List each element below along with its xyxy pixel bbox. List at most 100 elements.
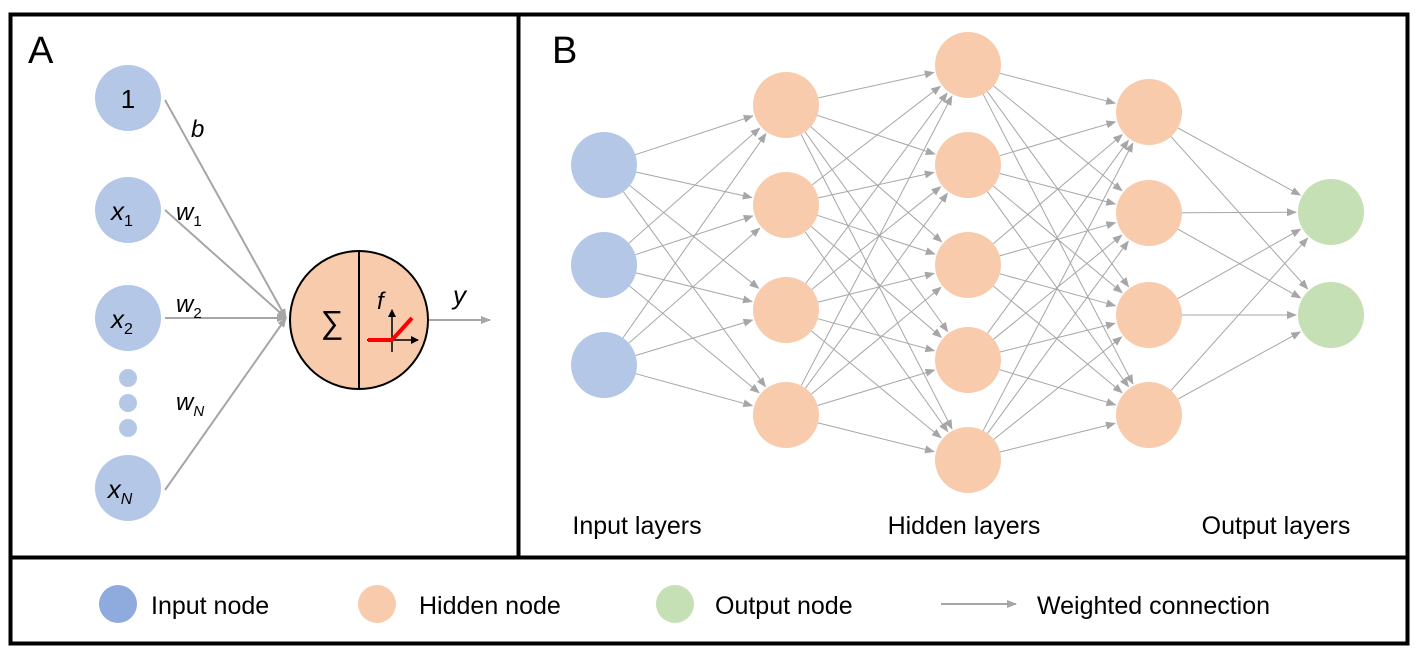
connection-l1-n1-to-n3 (810, 226, 943, 338)
connection-l1-n3-to-n2 (811, 286, 942, 395)
connection-l2-n2-to-n1 (999, 221, 1117, 257)
panel-a: A 1 x1 x2 xN b w1 w2 wN ∑ f (28, 30, 491, 521)
hidden-node-l1-1 (753, 172, 819, 238)
connection-l1-n2-to-n2 (817, 271, 935, 303)
connection-l2-n2-to-n0 (992, 133, 1124, 245)
connection-l2-n1-to-n3 (986, 191, 1130, 388)
output-node-l4-1 (1298, 282, 1364, 348)
connection-l1-n2-to-n3 (817, 318, 936, 353)
bias-node (95, 65, 161, 131)
connection-l1-n0-to-n2 (810, 126, 943, 243)
connection-l0-n0-to-n1 (636, 171, 753, 200)
hidden-node-l2-2 (935, 232, 1001, 298)
hidden-node-l2-0 (935, 32, 1001, 98)
x2-node (95, 285, 161, 351)
hidden-node-l3-1 (1116, 180, 1182, 246)
connection-l1-n1-to-n1 (818, 170, 935, 199)
connection-l3-n2-to-n0 (1177, 228, 1302, 300)
connection-l0-n2-to-n0 (622, 132, 767, 339)
input-layer-label: Input layers (572, 512, 701, 540)
panel-b-letter: B (552, 30, 577, 72)
panel-a-letter: A (28, 30, 54, 72)
ellipsis-dot-1 (119, 369, 137, 387)
legend-output-label: Output node (715, 592, 853, 620)
xn-node (95, 455, 161, 521)
input-node-l0-1 (571, 232, 637, 298)
output-layer-label: Output layers (1202, 512, 1351, 540)
connection-l2-n3-to-n0 (987, 139, 1129, 334)
legend-frame (8, 555, 1410, 646)
connection-l1-n0-to-n3 (804, 131, 949, 333)
xn-connection (164, 317, 287, 491)
connection-l2-n3-to-n3 (999, 369, 1117, 407)
network-nodes (571, 32, 1364, 493)
output-node-l4-0 (1298, 179, 1364, 245)
hidden-node-l2-3 (935, 327, 1001, 393)
connection-l3-n3-to-n1 (1177, 331, 1302, 400)
legend-connection-label: Weighted connection (1037, 592, 1270, 620)
legend: Input node Hidden node Output node Weigh… (99, 585, 1270, 623)
connection-l1-n3-to-n0 (800, 95, 953, 386)
connection-l2-n2-to-n3 (993, 285, 1123, 394)
hidden-node-l3-0 (1116, 79, 1182, 145)
hidden-node-l1-0 (753, 72, 819, 138)
connection-l0-n2-to-n1 (628, 227, 761, 344)
neuron: ∑ f (289, 250, 429, 390)
connection-l3-n1-to-n0 (1181, 208, 1297, 217)
input-node-l0-0 (571, 132, 637, 198)
connection-l3-n3-to-n0 (1170, 237, 1309, 391)
panel-a-frame (8, 12, 521, 560)
legend-output-swatch (656, 585, 694, 623)
input-node-l0-2 (571, 332, 637, 398)
connection-l2-n4-to-n1 (987, 240, 1129, 434)
connection-l2-n4-to-n2 (993, 336, 1123, 440)
connection-l1-n3-to-n3 (817, 368, 936, 406)
ellipsis-dot-2 (119, 394, 137, 412)
hidden-node-l2-4 (935, 427, 1001, 493)
legend-input-label: Input node (151, 592, 269, 620)
connection-l0-n1-to-n0 (628, 127, 761, 244)
weight-w2-label: w2 (176, 291, 202, 322)
x2-node-label: x2 (109, 304, 133, 338)
connection-l0-n1-to-n3 (629, 285, 760, 394)
hidden-node-l1-3 (753, 382, 819, 448)
relu-curve (368, 316, 414, 342)
connection-l0-n1-to-n2 (635, 272, 753, 304)
x1-node (95, 177, 161, 243)
connection-l1-n1-to-n0 (811, 85, 942, 186)
ellipsis-dot-3 (119, 419, 137, 437)
connection-l2-n0-to-n0 (999, 72, 1117, 105)
x1-node-label: x1 (109, 196, 133, 230)
connection-l2-n4-to-n3 (999, 421, 1116, 453)
legend-input-swatch (99, 585, 137, 623)
connection-l1-n2-to-n4 (811, 330, 942, 439)
connection-l2-n1-to-n0 (999, 120, 1117, 157)
connection-l1-n1-to-n2 (817, 214, 936, 255)
hidden-node-l3-3 (1116, 382, 1182, 448)
connection-l1-n2-to-n1 (811, 186, 942, 290)
bias-connection (164, 99, 287, 319)
connection-l0-n1-to-n1 (635, 215, 754, 256)
connection-l0-n2-to-n3 (635, 373, 754, 408)
weight-b-label: b (191, 116, 204, 143)
network-connections (622, 70, 1309, 454)
hidden-node-l1-2 (753, 277, 819, 343)
hidden-node-l3-2 (1116, 282, 1182, 348)
x1-connection (164, 209, 287, 319)
weight-w1-label: w1 (176, 199, 202, 230)
connection-l0-n0-to-n3 (622, 191, 766, 388)
connection-l1-n0-to-n0 (818, 70, 935, 99)
output-y-label: y (451, 280, 468, 310)
connection-l1-n0-to-n1 (817, 114, 936, 155)
hidden-layer-label: Hidden layers (888, 512, 1041, 540)
legend-hidden-label: Hidden node (419, 592, 561, 620)
connection-l2-n4-to-n0 (982, 142, 1134, 431)
xn-node-label: xN (106, 474, 133, 508)
hidden-node-l2-1 (935, 132, 1001, 198)
legend-hidden-swatch (358, 585, 396, 623)
connection-l1-n2-to-n0 (805, 92, 948, 284)
activation-label: f (377, 288, 386, 315)
connection-l0-n0-to-n0 (635, 115, 754, 156)
sum-symbol: ∑ (321, 304, 344, 340)
